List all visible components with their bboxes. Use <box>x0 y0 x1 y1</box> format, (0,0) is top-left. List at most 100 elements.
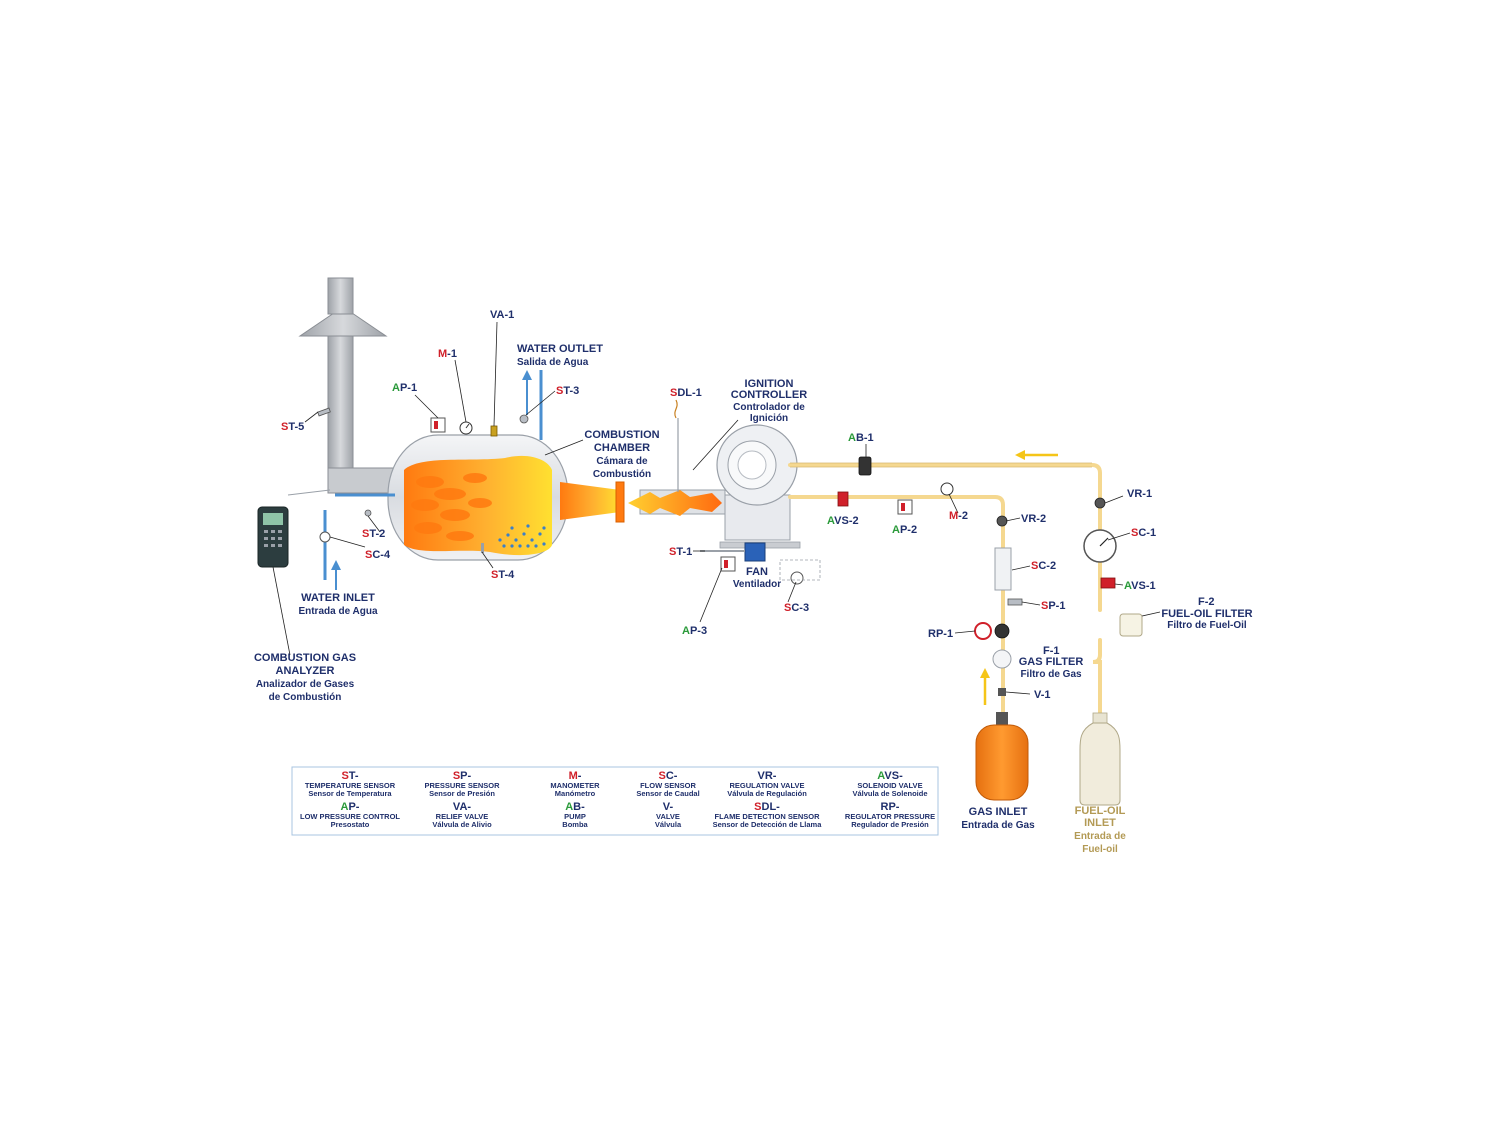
fan-subtitle: Ventilador <box>733 579 781 590</box>
legend-label: SOLENOID VALVE <box>857 781 922 790</box>
analyzer-title-1: COMBUSTION GAS <box>254 652 356 664</box>
water-inlet-subtitle: Entrada de Agua <box>298 606 378 617</box>
legend-code: AVS- <box>877 770 903 782</box>
legend-code: RP- <box>881 801 900 813</box>
legend-label: MANOMETER <box>550 781 600 790</box>
water-pipes <box>323 370 543 580</box>
legend-sublabel: Bomba <box>562 820 588 829</box>
legend-code: SC- <box>659 770 678 782</box>
legend-sublabel: Sensor de Presión <box>429 789 495 798</box>
gas-analyzer-device <box>257 489 331 568</box>
legend-sublabel: Válvula de Solenoide <box>852 789 927 798</box>
label-st2: ST-2 <box>362 528 385 540</box>
label-ap2: AP-2 <box>892 524 917 536</box>
legend-sublabel: Manómetro <box>555 789 596 798</box>
legend-label: RELIEF VALVE <box>436 812 489 821</box>
label-ap1: AP-1 <box>392 382 417 394</box>
fuel-filter-title: FUEL-OIL FILTER <box>1161 608 1252 620</box>
label-avs1: AVS-1 <box>1124 580 1156 592</box>
instrument-symbols <box>317 399 1143 696</box>
fuel-inlet-subtitle-1: Entrada de <box>1074 831 1126 842</box>
label-ap3: AP-3 <box>682 625 707 637</box>
label-st1: ST-1 <box>669 546 692 558</box>
legend-code: AB- <box>565 801 585 813</box>
label-ab1: AB-1 <box>848 432 874 444</box>
legend-sublabel: Sensor de Temperatura <box>308 789 392 798</box>
legend-code: VR- <box>758 770 777 782</box>
legend-sublabel: Presostato <box>331 820 370 829</box>
legend-code: V- <box>663 801 674 813</box>
fuel-inlet-title-1: FUEL-OIL <box>1075 805 1126 817</box>
label-va1: VA-1 <box>490 309 514 321</box>
ignition-title-1: IGNITION <box>745 378 794 390</box>
fan-housing <box>716 424 801 562</box>
component-labels: VA-1 M-1 AP-1 ST-5 ST-3 ST-2 SC-4 ST-4 S… <box>281 309 1215 701</box>
legend-sublabel: Válvula de Alivio <box>432 820 492 829</box>
combustion-chamber-title-2: CHAMBER <box>594 442 650 454</box>
legend-label: VALVE <box>656 812 680 821</box>
legend-code: ST- <box>341 770 358 782</box>
flow-arrows-yellow <box>980 450 1058 705</box>
gas-inlet-title: GAS INLET <box>969 806 1028 818</box>
legend-label: TEMPERATURE SENSOR <box>305 781 396 790</box>
label-m2: M-2 <box>949 510 968 522</box>
label-avs2: AVS-2 <box>827 515 859 527</box>
water-bubbles <box>498 524 546 548</box>
combustion-chamber <box>387 434 569 561</box>
gas-bottle <box>975 712 1029 801</box>
descriptive-labels: WATER OUTLET Salida de Agua COMBUSTION C… <box>254 343 1253 855</box>
label-f1: F-1 <box>1043 645 1060 657</box>
gas-filter-title: GAS FILTER <box>1019 656 1084 668</box>
leader-lines <box>272 321 1161 695</box>
label-m1: M-1 <box>438 348 457 360</box>
label-vr1: VR-1 <box>1127 488 1152 500</box>
combustion-chamber-subtitle-2: Combustión <box>593 469 651 480</box>
ignition-subtitle-1: Controlador de <box>733 402 805 413</box>
fuel-inlet-subtitle-2: Fuel-oil <box>1082 844 1118 855</box>
legend-code: SDL- <box>754 801 780 813</box>
ignition-title-2: CONTROLLER <box>731 389 807 401</box>
legend-label: PRESSURE SENSOR <box>424 781 500 790</box>
legend-sublabel: Sensor de Detección de Llama <box>713 820 823 829</box>
label-st5: ST-5 <box>281 421 304 433</box>
fan-title: FAN <box>746 566 768 578</box>
analyzer-subtitle-1: Analizador de Gases <box>256 679 355 690</box>
legend-sublabel: Válvula <box>655 820 682 829</box>
label-f2: F-2 <box>1198 596 1215 608</box>
analyzer-subtitle-2: de Combustión <box>269 692 342 703</box>
combustion-chamber-title-1: COMBUSTION <box>584 429 659 441</box>
analyzer-title-2: ANALYZER <box>276 665 335 677</box>
legend-sublabel: Válvula de Regulación <box>727 789 807 798</box>
legend-label: LOW PRESSURE CONTROL <box>300 812 400 821</box>
legend-label: REGULATOR PRESSURE <box>845 812 935 821</box>
label-rp1: RP-1 <box>928 628 953 640</box>
label-st4: ST-4 <box>491 569 515 581</box>
label-sc1: SC-1 <box>1131 527 1156 539</box>
label-sc3: SC-3 <box>784 602 809 614</box>
gas-filter-subtitle: Filtro de Gas <box>1020 669 1082 680</box>
fuel-line-edges <box>790 462 1092 468</box>
legend-sublabel: Sensor de Caudal <box>636 789 699 798</box>
water-arrows <box>331 370 532 590</box>
legend-code: VA- <box>453 801 471 813</box>
legend-code: AP- <box>341 801 360 813</box>
label-vr2: VR-2 <box>1021 513 1046 525</box>
ignition-subtitle-2: Ignición <box>750 413 788 424</box>
legend-label: FLAME DETECTION SENSOR <box>714 812 820 821</box>
legend-sublabel: Regulador de Presión <box>851 820 929 829</box>
fuel-filter-subtitle: Filtro de Fuel-Oil <box>1167 620 1247 631</box>
legend-code: M- <box>569 770 582 782</box>
label-v1: V-1 <box>1034 689 1051 701</box>
legend-label: FLOW SENSOR <box>640 781 696 790</box>
fuel-lines <box>788 463 1102 722</box>
legend-box <box>291 766 939 836</box>
label-sdl1: SDL-1 <box>670 387 702 399</box>
combustion-chamber-subtitle-1: Cámara de <box>596 456 648 467</box>
legend-code: SP- <box>453 770 472 782</box>
water-outlet-subtitle: Salida de Agua <box>517 357 589 368</box>
label-sc2: SC-2 <box>1031 560 1056 572</box>
burner-nozzle <box>560 481 726 523</box>
